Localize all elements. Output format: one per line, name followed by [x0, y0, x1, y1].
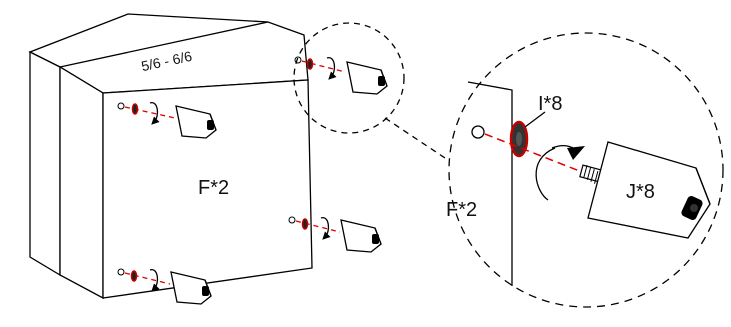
washer-icon	[130, 270, 138, 282]
zoom-detail: F*2 I*8 J*8	[446, 32, 724, 308]
washer-icon	[306, 58, 314, 70]
foot-assembly-top-left	[117, 102, 217, 139]
rotation-arrow-icon	[535, 147, 556, 201]
foot-label: J*8	[626, 181, 655, 203]
hole-icon	[288, 216, 296, 224]
zoom-panel-label: F*2	[446, 199, 477, 221]
cabinet-box: 5/6 - 6/6 F*2	[28, 13, 313, 300]
leveling-foot-icon	[346, 61, 388, 95]
zoom-connector	[384, 117, 449, 161]
rotation-arrow-icon	[327, 58, 334, 77]
foot-assembly-bottom-left	[117, 268, 212, 305]
assembly-axis	[484, 133, 583, 173]
washer-icon	[131, 103, 139, 115]
leveling-foot-icon	[340, 219, 382, 253]
washer-icon	[301, 218, 309, 230]
foot-assembly-bottom-right	[288, 216, 382, 253]
hole-icon	[117, 102, 125, 110]
hole-icon	[471, 125, 485, 139]
rotation-arrow-icon	[321, 218, 328, 237]
magnifier-circle-icon	[448, 32, 724, 308]
washer-label: I*8	[538, 93, 562, 115]
panel-label: F*2	[198, 177, 229, 199]
washer-icon	[509, 120, 529, 158]
magnifier-circle-icon	[293, 22, 405, 134]
hole-icon	[117, 268, 125, 276]
leveling-foot-icon	[587, 141, 711, 239]
